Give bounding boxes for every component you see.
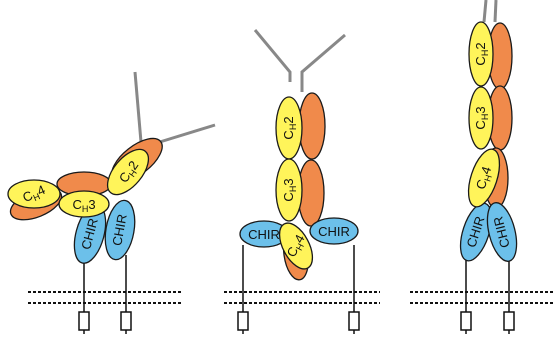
stalk-line (255, 30, 290, 82)
stalk-line (302, 35, 345, 92)
tm-box (349, 312, 359, 330)
stalk-line (484, 0, 486, 22)
tm-box (504, 312, 514, 330)
tm-box (79, 312, 89, 330)
stalk-line (495, 0, 496, 22)
tm-box (238, 312, 248, 330)
chir-label: CHIR (248, 227, 280, 242)
panel-bent: CHIR CHIR CH4 CH3 CH2 (6, 72, 215, 334)
panel-intermediate: CHIR CHIR CH2 CH3 CH4 (224, 30, 380, 334)
stalk-line (135, 72, 141, 142)
tm-box (121, 312, 131, 330)
chir-label: CHIR (318, 224, 350, 239)
ch2-domain-orange (299, 93, 325, 159)
tm-box (461, 312, 471, 330)
panel-upright: CHIR CHIR CH2 CH3 CH4 (410, 0, 555, 334)
